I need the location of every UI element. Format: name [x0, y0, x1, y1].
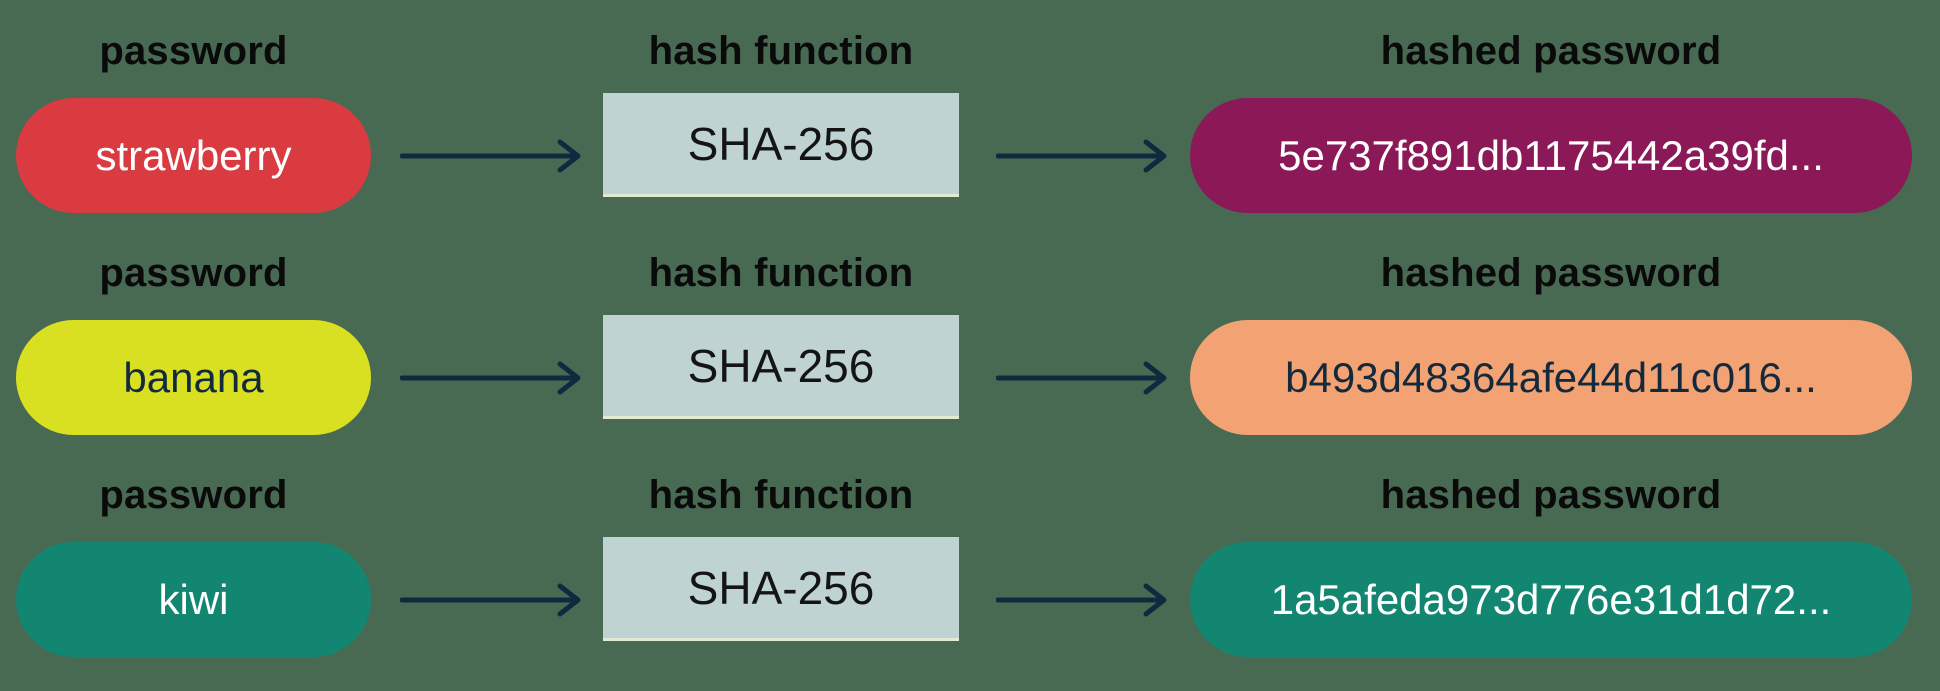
password-column: password strawberry	[16, 28, 371, 213]
password-column: password kiwi	[16, 472, 371, 657]
hash-function-column: hash function SHA-256	[603, 28, 959, 197]
arrow-right-icon	[996, 583, 1167, 617]
hash-function-label: hash function	[648, 473, 914, 517]
hashed-password-column: hashed password b493d48364afe44d11c016..…	[1190, 250, 1912, 435]
arrow-right-icon	[400, 139, 581, 173]
hash-function-label: hash function	[648, 251, 914, 295]
hash-function-column: hash function SHA-256	[603, 250, 959, 419]
password-pill: banana	[16, 320, 371, 435]
password-pill: strawberry	[16, 98, 371, 213]
hashed-password-label: hashed password	[1380, 251, 1722, 295]
hashed-password-label: hashed password	[1380, 473, 1722, 517]
hash-function-column: hash function SHA-256	[603, 472, 959, 641]
hashed-password-label: hashed password	[1380, 29, 1722, 73]
hash-row: password banana hash function SHA-256 ha…	[0, 250, 1940, 472]
hash-function-box: SHA-256	[603, 537, 959, 641]
hash-function-box: SHA-256	[603, 315, 959, 419]
arrow-right-icon	[400, 361, 581, 395]
hashed-password-pill: 1a5afeda973d776e31d1d72...	[1190, 542, 1912, 657]
arrow-right-icon	[996, 361, 1167, 395]
hash-function-box: SHA-256	[603, 93, 959, 197]
password-label: password	[99, 29, 288, 73]
hashed-password-column: hashed password 1a5afeda973d776e31d1d72.…	[1190, 472, 1912, 657]
password-pill: kiwi	[16, 542, 371, 657]
hashed-password-column: hashed password 5e737f891db1175442a39fd.…	[1190, 28, 1912, 213]
hash-row: password strawberry hash function SHA-25…	[0, 28, 1940, 250]
hash-row: password kiwi hash function SHA-256 hash…	[0, 472, 1940, 691]
arrow-right-icon	[400, 583, 581, 617]
password-column: password banana	[16, 250, 371, 435]
password-label: password	[99, 473, 288, 517]
password-label: password	[99, 251, 288, 295]
hashed-password-pill: b493d48364afe44d11c016...	[1190, 320, 1912, 435]
hashed-password-pill: 5e737f891db1175442a39fd...	[1190, 98, 1912, 213]
hash-function-label: hash function	[648, 29, 914, 73]
arrow-right-icon	[996, 139, 1167, 173]
